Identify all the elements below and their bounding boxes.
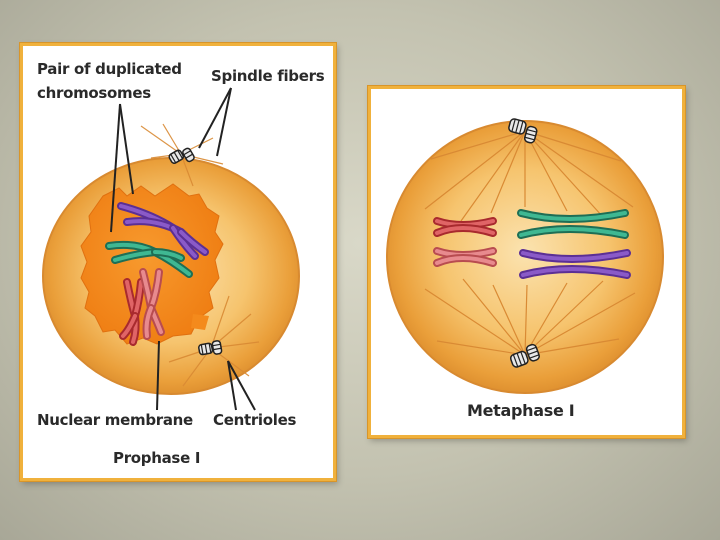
metaphase-spindle-top [424,130,634,222]
label-nuclear-membrane: Nuclear membrane [37,411,193,429]
leader-lines [110,87,256,411]
metaphase-chromosome-red [433,217,497,267]
chromosome-green [105,240,193,278]
label-chromosomes-line1: Pair of duplicated [37,60,182,78]
centriole-top [168,147,195,164]
centriole-bottom [198,340,223,356]
metaphase-chromosome-green [517,209,629,239]
metaphase-centriole-bottom [509,343,540,368]
metaphase-caption: Metaphase I [467,401,575,420]
metaphase-diagram [386,118,664,394]
label-spindle-fibers: Spindle fibers [211,67,325,85]
chromosome-red [119,268,165,346]
label-chromosomes-line2: chromosomes [37,84,151,102]
prophase-diagram [42,87,300,411]
label-centrioles: Centrioles [213,411,297,429]
prophase-panel: Pair of duplicated chromosomes Spindle f… [20,43,336,481]
prophase-caption: Prophase I [113,449,201,467]
chromosome-purple [117,202,209,260]
metaphase-chromosome-purple [519,249,631,279]
metaphase-centriole-top [508,118,538,144]
metaphase-spindle-bottom [424,278,636,356]
metaphase-panel: Metaphase I [368,86,685,438]
nucleus-fragment [191,314,209,330]
